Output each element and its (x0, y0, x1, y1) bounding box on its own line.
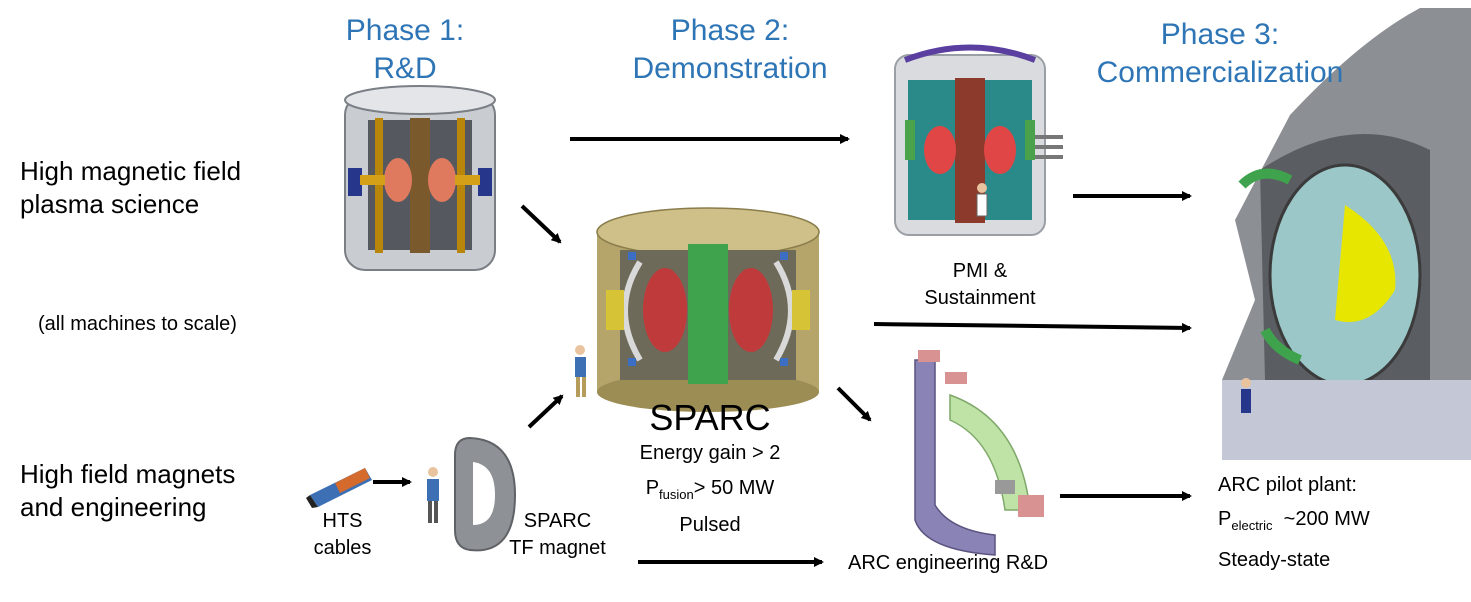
sparc-power-suffix: > 50 MW (693, 477, 775, 499)
phase-2-title: Phase 2: (670, 14, 790, 47)
arrow-sparc-to-arc-rnd (836, 386, 872, 422)
sparc-description: SPARC Energy gain > 2 Pfusion> 50 MW Pul… (600, 398, 820, 539)
person-scale-figure (575, 345, 586, 397)
arc-power-prefix: P (1218, 508, 1232, 530)
arc-power-suffix: ~200 MW (1272, 508, 1370, 530)
scale-note: (all machines to scale) (38, 313, 237, 335)
tf-magnet-line1: SPARC (523, 510, 592, 532)
sparc-title: SPARC (649, 397, 771, 438)
magnets-row-line1: High field magnets (20, 459, 236, 489)
hts-line1: HTS (322, 510, 363, 532)
pmi-line1: PMI & (952, 260, 1008, 282)
hts-cables-label: HTS cables (300, 508, 385, 562)
magnets-row-line2: and engineering (20, 492, 207, 522)
arc-power-sub: electric (1231, 518, 1273, 533)
hts-line2: cables (313, 537, 372, 559)
phase-2-heading: Phase 2: Demonstration (610, 12, 850, 88)
phase-2-subtitle: Demonstration (632, 52, 828, 85)
arrow-rnd-to-sparc (520, 204, 562, 244)
phase-1-heading: Phase 1: R&D (305, 12, 505, 88)
sparc-tokamak-image (596, 207, 820, 412)
tf-magnet-line2: TF magnet (509, 537, 606, 559)
phase-3-subtitle: Commercialization (1096, 56, 1344, 89)
pmi-tokamak-image (894, 44, 1063, 236)
arrow-sparc-to-arc (873, 322, 1192, 333)
tf-magnet-label: SPARC TF magnet (490, 508, 625, 562)
arc-tokamak-image (1222, 8, 1471, 460)
flow-arrows (373, 134, 1192, 567)
arc-mode: Steady-state (1218, 549, 1331, 571)
science-row-label: High magnetic field plasma science (20, 155, 241, 221)
rnd-tokamak-image (344, 85, 496, 271)
arc-description: ARC pilot plant: Pelectric ~200 MW Stead… (1218, 468, 1370, 577)
sparc-power-prefix: P (645, 477, 660, 499)
arrow-magnet-to-sparc (527, 394, 564, 429)
sparc-mode: Pulsed (679, 514, 741, 536)
hts-cable-image (306, 468, 372, 508)
phase-3-title: Phase 3: (1160, 18, 1280, 51)
phase-1-title: Phase 1: (345, 14, 465, 47)
sparc-energy-gain: Energy gain > 2 (639, 442, 781, 464)
tf-magnet-image (427, 436, 517, 552)
arc-title: ARC pilot plant: (1218, 474, 1357, 496)
sparc-power-sub: fusion (659, 487, 694, 502)
arc-rnd-label: ARC engineering R&D (848, 552, 1049, 574)
arc-electric-power: Pelectric ~200 MW (1218, 502, 1370, 543)
phase-3-heading: Phase 3: Commercialization (1085, 16, 1355, 92)
pmi-line2: Sustainment (924, 287, 1036, 309)
phase-1-subtitle: R&D (373, 52, 437, 85)
science-row-line1: High magnetic field (20, 156, 242, 186)
pmi-label: PMI & Sustainment (905, 258, 1055, 312)
sparc-fusion-power: Pfusion> 50 MW (600, 475, 820, 508)
science-row-line2: plasma science (20, 189, 200, 219)
arc-engineering-coil-image (914, 350, 1044, 556)
magnets-row-label: High field magnets and engineering (20, 458, 235, 524)
